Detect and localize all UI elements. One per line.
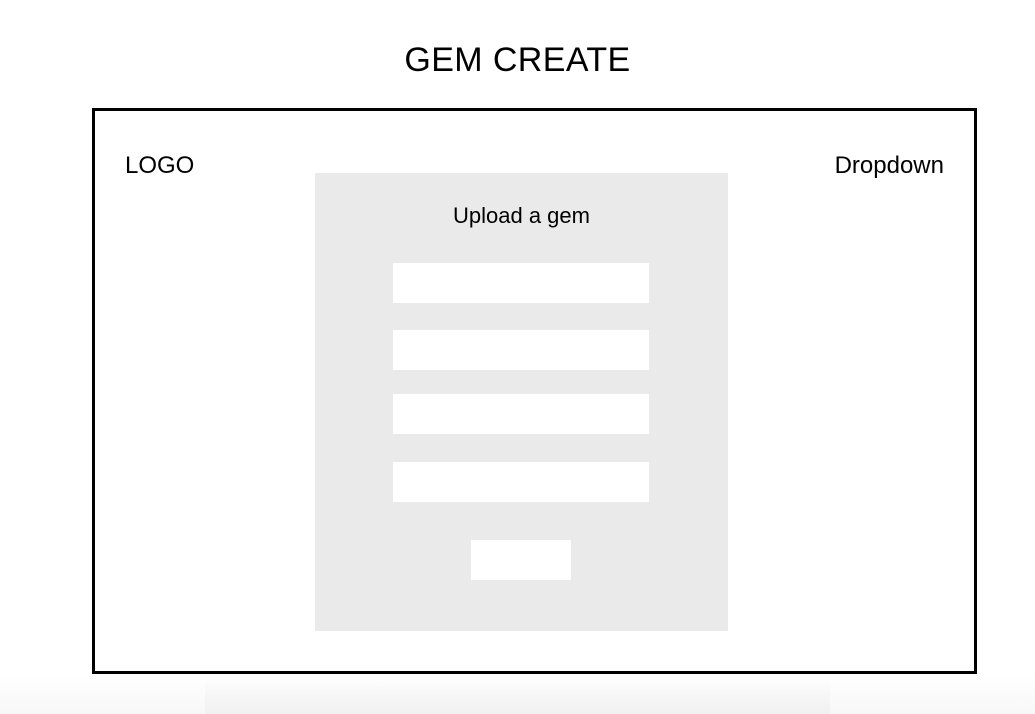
dropdown-menu[interactable]: Dropdown <box>834 152 944 179</box>
submit-button[interactable] <box>471 540 571 580</box>
upload-field-3[interactable] <box>393 394 649 434</box>
upload-panel: Upload a gem <box>315 173 728 631</box>
bottom-surface-shading <box>0 674 1035 714</box>
upload-field-2[interactable] <box>393 330 649 370</box>
frame-header: LOGO Dropdown <box>95 149 974 183</box>
upload-field-1[interactable] <box>393 263 649 303</box>
upload-panel-heading: Upload a gem <box>453 203 590 228</box>
page-title: GEM CREATE <box>404 41 631 79</box>
app-frame: LOGO Dropdown Upload a gem <box>92 108 977 674</box>
upload-field-4[interactable] <box>393 462 649 502</box>
logo[interactable]: LOGO <box>125 152 195 179</box>
